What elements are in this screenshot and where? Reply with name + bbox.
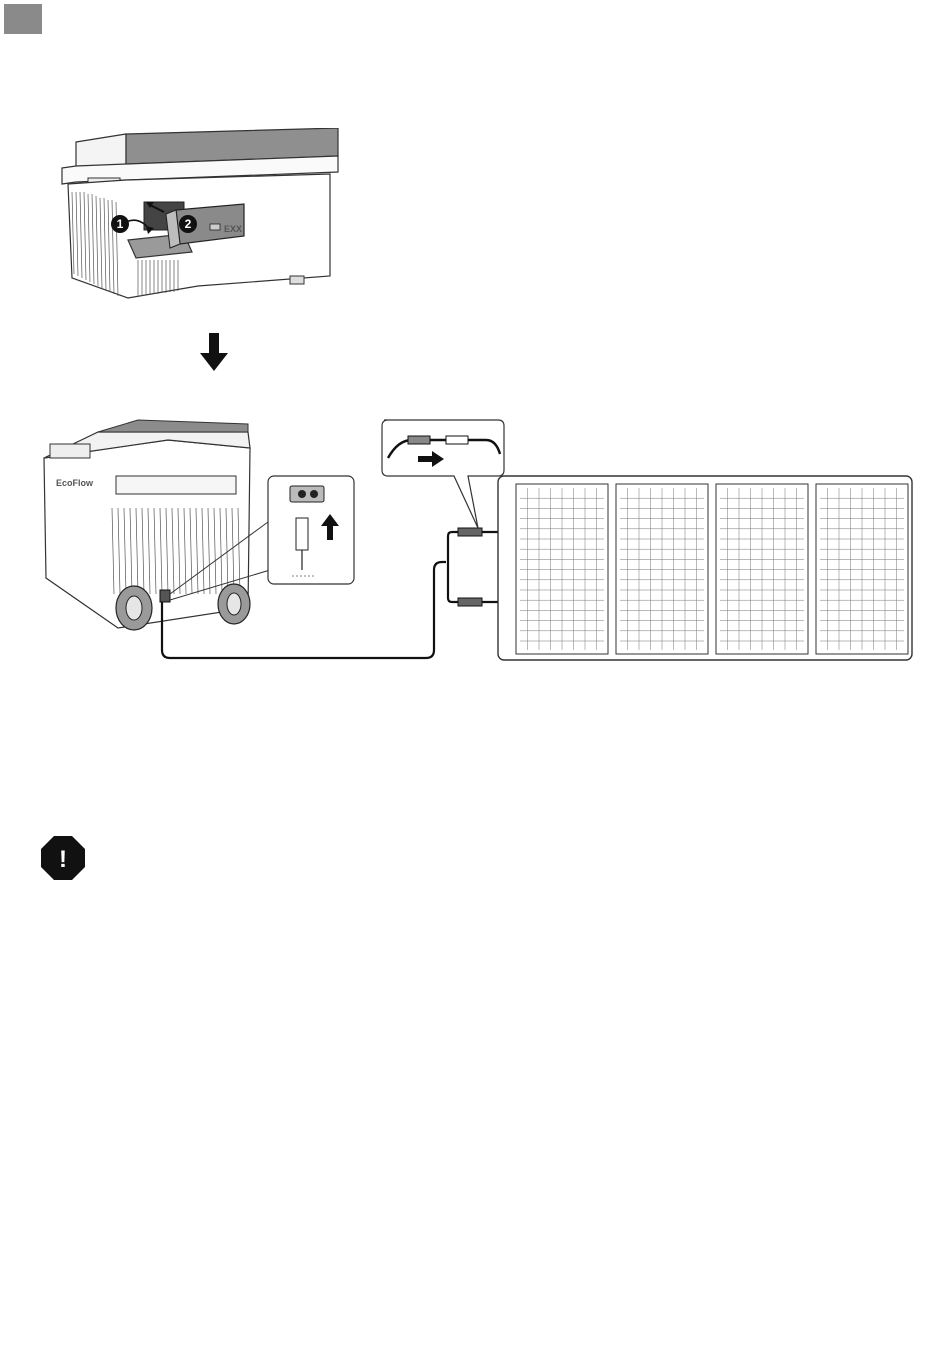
- page-tab-marker: [4, 4, 42, 34]
- fridge-brand-label: EcoFlow: [56, 478, 94, 488]
- step-badge-1: 1: [111, 215, 129, 233]
- fridge-battery-install-illustration: EXX 1 2: [58, 128, 348, 318]
- warning-octagon-icon: !: [40, 835, 86, 881]
- svg-text:1: 1: [117, 217, 124, 231]
- step-badge-2: 2: [179, 215, 197, 233]
- down-arrow-icon: [198, 333, 230, 373]
- fridge-solar-connection-illustration: EcoFlow: [38, 418, 918, 680]
- warning-glyph: !: [59, 846, 67, 873]
- svg-text:2: 2: [185, 217, 192, 231]
- battery-label: EXX: [224, 224, 242, 234]
